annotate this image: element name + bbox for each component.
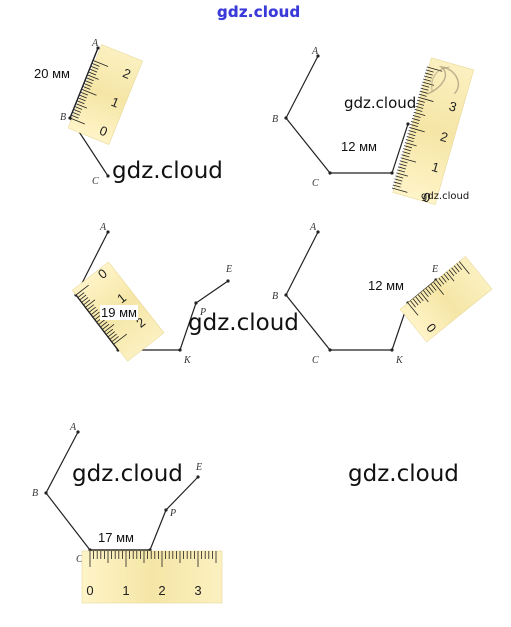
point-label-E: E [225,264,232,275]
ruler-number-2: 2 [158,583,165,598]
panel-3: A K P E 0 1 2 [71,222,232,366]
point-label-C: C [92,176,99,187]
point-label-A: A [311,46,319,57]
panel-1: A B C 0 1 2 [60,38,143,187]
point-label-K: K [395,355,404,366]
watermark-panel-5: gdz.cloud [72,461,183,487]
point-label-B: B [60,112,66,123]
ruler-number-2: 2 [439,129,450,145]
measurement-label-panel-5: 17 мм [97,530,135,545]
ruler-1: 0 1 2 [67,44,143,145]
point-label-E: E [195,462,202,473]
measurement-label-panel-3: 19 мм [100,305,138,320]
ruler-number-0: 0 [86,583,93,598]
point-label-A: A [309,222,317,233]
watermark-bottom-right: gdz.cloud [348,461,459,487]
watermark-panel-3: gdz.cloud [188,310,299,336]
ruler-number-1: 1 [430,159,441,175]
watermark-top: gdz.cloud [217,3,301,21]
vertex-C [106,174,110,178]
point-label-P: P [169,508,176,519]
panel-2: A B C 0 1 2 3 [272,46,475,206]
point-label-C: C [76,554,83,565]
ruler-number-3: 3 [194,583,201,598]
ruler-2: 0 1 2 3 [391,57,475,206]
point-label-C: C [312,178,319,189]
point-label-B: B [272,114,278,125]
polyline-4 [285,231,437,351]
ruler-5: 0 1 2 3 [81,550,223,604]
panel-4: A B C K E 0 [272,222,493,366]
ruler-number-1: 1 [122,583,129,598]
polyline-2 [285,55,409,174]
ruler-number-0: 0 [421,189,432,205]
point-label-A: A [69,422,77,433]
measurement-label-panel-2: 12 мм [340,139,378,154]
point-label-P: P [199,307,206,318]
point-label-K: K [183,355,192,366]
point-label-A: A [91,38,99,49]
watermark-panel-1: gdz.cloud [112,158,223,184]
measurement-label-panel-4: 12 мм [367,278,405,293]
point-label-C: C [312,355,319,366]
watermark-panel-2-upper: gdz.cloud [344,94,417,112]
measurement-label-panel-1: 20 мм [33,66,71,81]
point-label-B: B [32,488,38,499]
point-label-A: A [99,222,107,233]
ruler-number-3: 3 [447,98,458,114]
panel-5: A B C K P E 0 1 2 3 [32,422,223,604]
watermark-panel-2-small: gdz.cloud [421,191,470,202]
point-label-E: E [431,264,438,275]
point-label-B: B [272,291,278,302]
ruler-4: 0 [399,256,493,343]
